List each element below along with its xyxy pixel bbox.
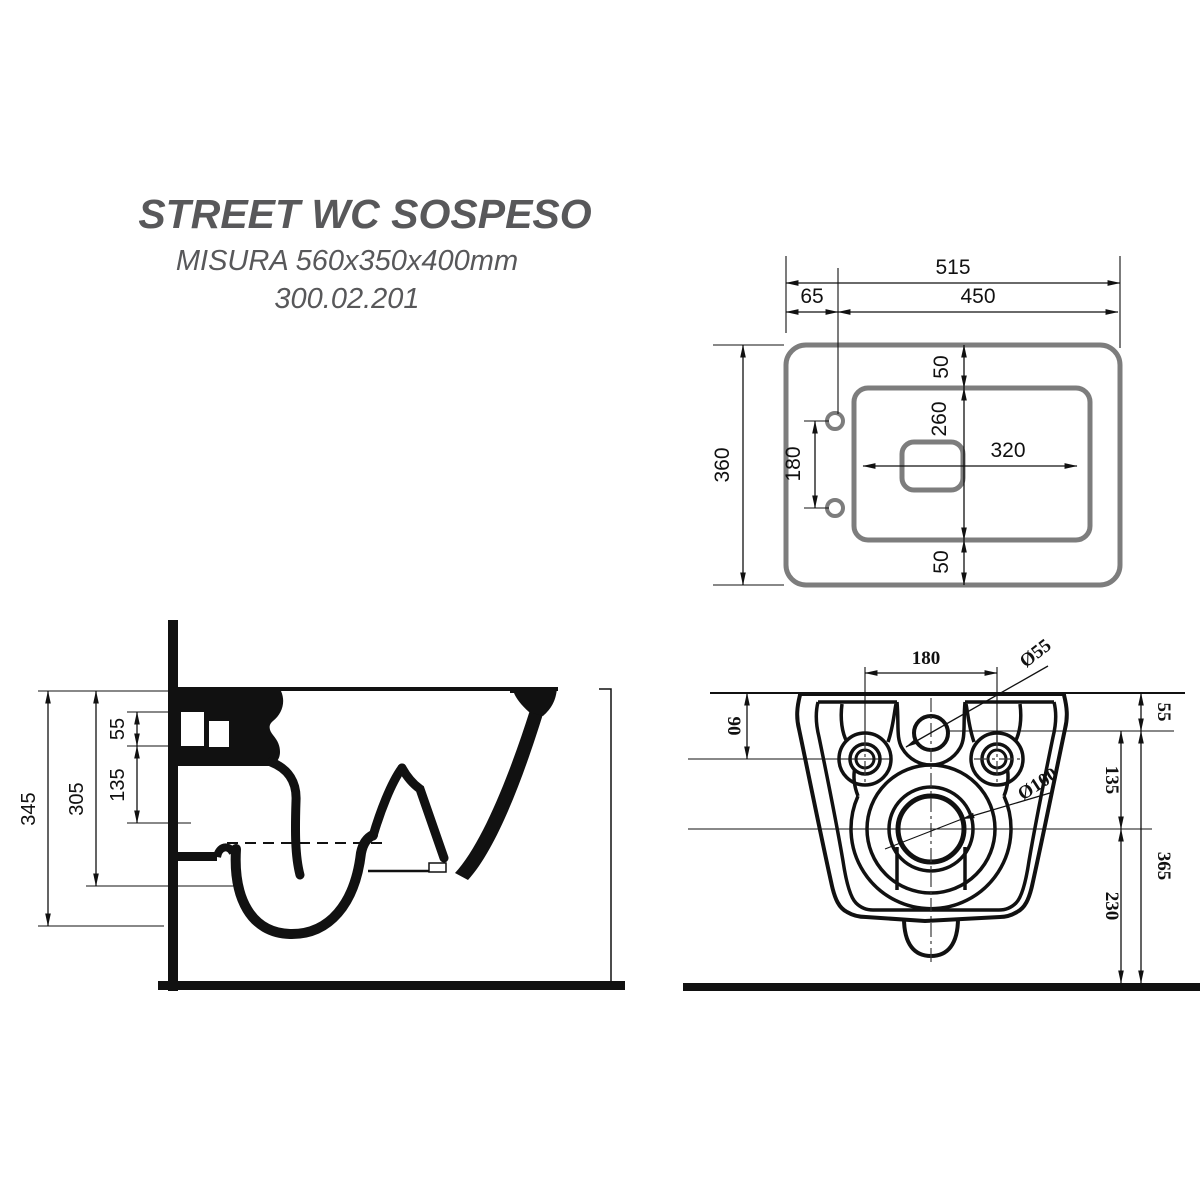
back-view: 180 Ø55 90 55 135 Ø100 365 230 bbox=[683, 635, 1200, 991]
dim-label-230: 230 bbox=[1101, 892, 1122, 921]
dim-label-135: 135 bbox=[107, 768, 129, 801]
bowl-front-wall bbox=[455, 710, 543, 880]
fixing-channel-window bbox=[181, 712, 204, 746]
dim-label-365: 365 bbox=[1153, 852, 1174, 881]
dim-label-55: 55 bbox=[1153, 703, 1174, 722]
product-title: STREET WC SOSPESO bbox=[138, 191, 591, 237]
title-block: STREET WC SOSPESO MISURA 560x350x400mm 3… bbox=[138, 191, 591, 315]
dim-label-65: 65 bbox=[800, 285, 823, 308]
dim-label-50-bottom: 50 bbox=[930, 550, 953, 573]
bowl-back-wall bbox=[266, 757, 305, 880]
leader-flush-diameter bbox=[905, 665, 1049, 748]
dim-label-305: 305 bbox=[66, 782, 88, 815]
floor-line bbox=[683, 983, 1200, 991]
dim-label-450: 450 bbox=[960, 285, 995, 308]
bottom-ledge bbox=[178, 852, 217, 861]
top-view: 515 450 65 360 180 50 260 50 320 bbox=[711, 256, 1123, 588]
leader-drain-diameter-tail bbox=[884, 818, 963, 850]
lobe-connector bbox=[886, 703, 898, 743]
dim-label-depth: 360 bbox=[711, 447, 734, 482]
mounting-block-section bbox=[178, 691, 284, 766]
side-view: 345 305 55 135 bbox=[18, 620, 625, 991]
outlet-slot bbox=[428, 862, 447, 873]
dim-label-50-top: 50 bbox=[930, 355, 953, 378]
trap-curve bbox=[230, 830, 378, 940]
dim-label-135: 135 bbox=[1101, 766, 1122, 795]
dim-label-overall-width: 515 bbox=[935, 256, 970, 279]
lobe-connector bbox=[964, 703, 976, 743]
weir-hump-left bbox=[368, 763, 407, 841]
weir-hump-right bbox=[397, 763, 449, 863]
ledge-lip bbox=[213, 843, 237, 859]
dim-label-90: 90 bbox=[723, 717, 744, 736]
wall-line bbox=[168, 620, 178, 991]
dim-label-flush-diameter: Ø55 bbox=[1016, 635, 1056, 672]
top-view-seat-opening-outline bbox=[851, 385, 1093, 543]
front-reference-line bbox=[599, 688, 612, 983]
dim-label-hole-spacing: 180 bbox=[912, 648, 941, 669]
dim-label-320: 320 bbox=[990, 439, 1025, 462]
leader-drain-diameter bbox=[961, 792, 1051, 820]
lobe-connector bbox=[839, 703, 849, 743]
dim-label-260: 260 bbox=[928, 401, 951, 436]
top-surface-line bbox=[178, 687, 558, 691]
top-view-fixing-hole-upper bbox=[825, 411, 845, 431]
dim-label-hole-spacing: 180 bbox=[782, 446, 805, 481]
floor-line bbox=[158, 981, 625, 990]
fixing-channel-window bbox=[209, 721, 229, 747]
dim-label-overall-height: 345 bbox=[18, 792, 40, 825]
top-view-fixing-hole-lower bbox=[825, 498, 845, 518]
product-code: 300.02.201 bbox=[274, 283, 419, 315]
front-rim-section bbox=[510, 688, 557, 716]
lobe-connector bbox=[1013, 703, 1023, 743]
product-size: MISURA 560x350x400mm bbox=[176, 245, 518, 277]
dim-label-55: 55 bbox=[107, 718, 129, 740]
